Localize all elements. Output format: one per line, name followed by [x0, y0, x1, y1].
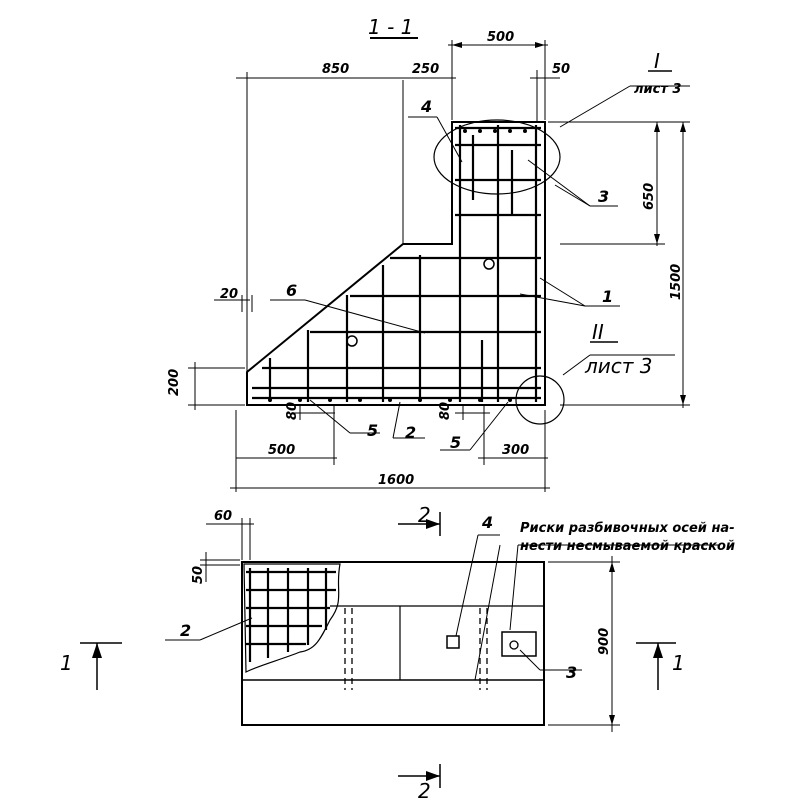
dim-900: 900	[597, 628, 612, 655]
dim-650: 650	[642, 183, 657, 210]
callout-3-top: 3	[598, 187, 609, 206]
callout-5-left: 5	[367, 421, 378, 440]
callout-leaders	[270, 85, 690, 451]
dim-200: 200	[167, 369, 182, 396]
dim-500-bottom: 500	[268, 443, 295, 458]
dim-500-top: 500	[487, 30, 514, 45]
section-label-top: 2	[418, 503, 431, 527]
plan-anchor-hole	[509, 640, 519, 650]
callout-4-plan: 4	[481, 513, 493, 532]
dim-850: 850	[322, 62, 349, 77]
section-label-left: 1	[60, 651, 73, 675]
section-title: 1 - 1	[368, 15, 413, 39]
section-dimension-lines	[188, 40, 690, 492]
plan-dimension-ticks	[609, 562, 615, 725]
dim-80-left: 80	[285, 402, 300, 420]
note-line-2: нести несмываемой краской	[520, 539, 735, 554]
callout-1: 1	[602, 287, 613, 306]
detail-ref-1-sheet: лист 3	[634, 82, 681, 97]
plan-anchor-plate	[501, 631, 537, 657]
plan-embedded-plate	[446, 635, 460, 649]
rebar-dots	[268, 129, 527, 402]
dim-300: 300	[502, 443, 529, 458]
note-line-1: Риски разбивочных осей на-	[520, 521, 735, 536]
callout-3-plan: 3	[566, 663, 577, 682]
dim-50-top: 50	[552, 62, 570, 77]
plan-mesh	[246, 568, 336, 662]
callout-2-section: 2	[405, 423, 416, 442]
dim-60: 60	[214, 509, 232, 524]
dim-80-right: 80	[438, 402, 453, 420]
detail-ref-2-number: II	[592, 320, 604, 344]
callout-6: 6	[286, 281, 297, 300]
dim-250: 250	[412, 62, 439, 77]
plan-leaders	[165, 534, 718, 681]
detail-ref-2-sheet: лист 3	[584, 354, 653, 378]
section-arrowheads	[92, 519, 663, 781]
detail-circle-2	[515, 375, 565, 425]
callout-2-plan: 2	[180, 621, 191, 640]
detail-ref-1-number: I	[654, 49, 660, 73]
plan-outline	[241, 561, 545, 726]
dimension-ticks	[452, 42, 686, 405]
plan-cutaway	[243, 563, 341, 673]
section-label-bottom: 2	[418, 779, 431, 800]
section-label-right: 1	[672, 651, 685, 675]
callout-4-top: 4	[420, 97, 432, 116]
detail-circle-1	[433, 119, 561, 195]
plan-dimension-lines	[200, 518, 620, 732]
section-rebar	[252, 125, 541, 402]
dim-1600: 1600	[378, 473, 414, 488]
dim-20: 20	[220, 287, 238, 302]
anchor-hole-lower	[346, 335, 358, 347]
dim-1500: 1500	[669, 264, 684, 300]
plan-hidden-lines	[344, 608, 488, 690]
foundation-section-outline	[246, 121, 546, 406]
anchor-hole-upper	[483, 258, 495, 270]
callout-5-right: 5	[450, 433, 461, 452]
dim-50-plan: 50	[191, 566, 206, 584]
